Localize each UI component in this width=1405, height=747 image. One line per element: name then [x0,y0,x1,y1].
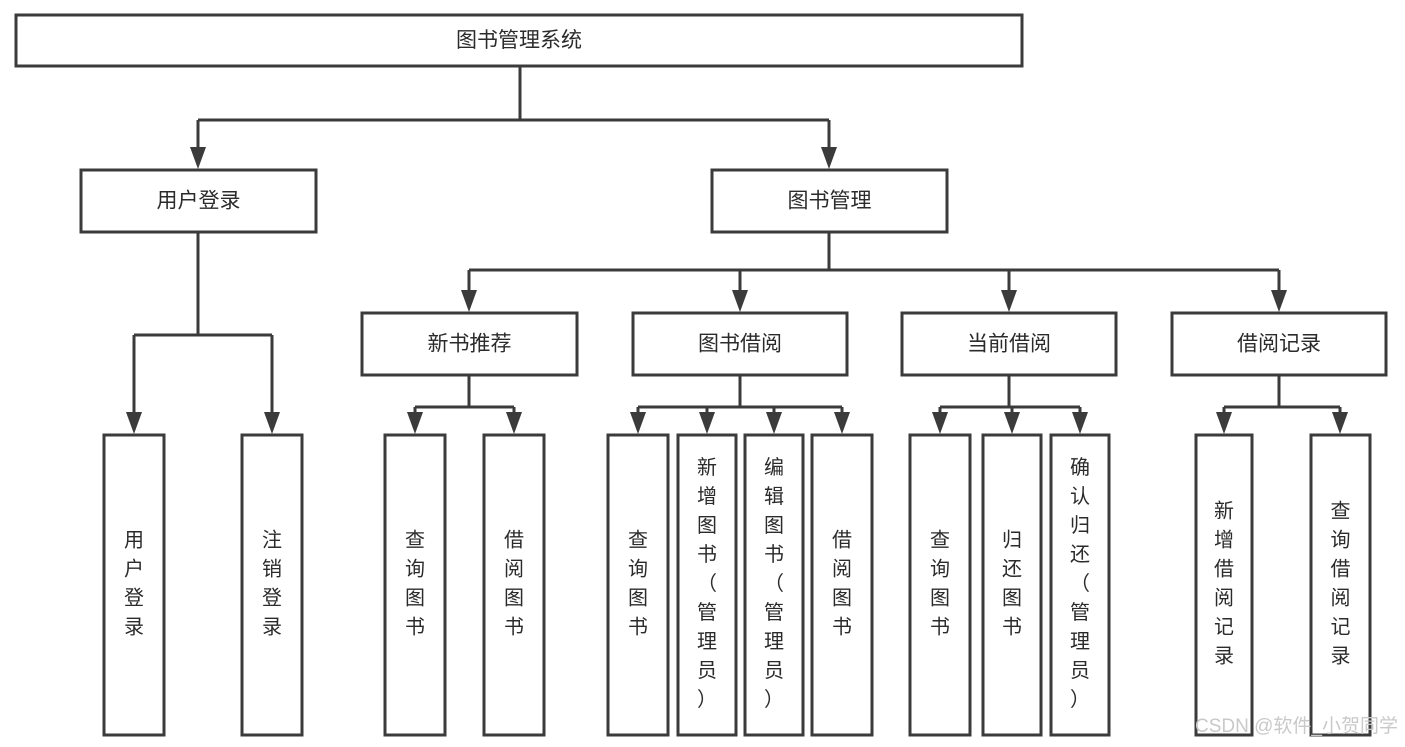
arrow-head-icon [699,412,715,434]
node-box[interactable] [900,311,1118,377]
node-label: 编辑图书（管理员） [764,456,784,711]
node-level2-borrow-record[interactable]: 借阅记录 [1170,311,1388,377]
node-level2-current-borrow[interactable]: 当前借阅 [900,311,1118,377]
arrow-head-icon [834,412,850,434]
node-leaf-leaf-add-record[interactable]: 新增借阅记录 [1194,433,1254,737]
node-label: 查询图书 [628,529,648,639]
arrow-head-icon [407,412,423,434]
arrow-head-icon [264,412,280,434]
node-leaf-leaf-return-book[interactable]: 归还图书 [981,433,1043,737]
node-leaf-leaf-confirm-return[interactable]: 确认归还（管理员） [1049,433,1111,737]
node-box[interactable] [79,168,318,234]
node-box[interactable] [743,433,805,737]
arrow-head-icon [1332,412,1348,434]
node-root-root[interactable]: 图书管理系统 [14,13,1024,68]
node-leaf-leaf-add-book[interactable]: 新增图书（管理员） [676,433,738,737]
node-box[interactable] [710,168,949,234]
node-box[interactable] [240,433,304,737]
node-leaf-leaf-user-logout[interactable]: 注销登录 [240,433,304,737]
node-box[interactable] [810,433,874,737]
arrow-head-icon [821,147,837,169]
arrow-head-icon [190,147,206,169]
node-box[interactable] [1194,433,1254,737]
node-label: 用户登录 [157,190,241,213]
node-leaf-leaf-query-record[interactable]: 查询借阅记录 [1309,433,1372,737]
connector-edges [126,66,1348,434]
node-box[interactable] [102,433,166,737]
arrow-head-icon [766,412,782,434]
node-box[interactable] [631,311,849,377]
node-label: 图书借阅 [698,333,782,356]
node-label: 查询图书 [930,529,950,639]
arrow-head-icon [732,290,748,312]
node-label: 确认归还（管理员） [1070,456,1090,711]
node-level2-book-borrow[interactable]: 图书借阅 [631,311,849,377]
arrow-head-icon [506,412,522,434]
node-label: 用户登录 [124,530,144,639]
node-level1-book-manage[interactable]: 图书管理 [710,168,949,234]
node-label: 新增图书（管理员） [697,456,717,711]
arrow-head-icon [461,290,477,312]
arrow-head-icon [1001,290,1017,312]
node-box[interactable] [1170,311,1388,377]
node-leaf-leaf-borrow-book-1[interactable]: 借阅图书 [482,433,546,737]
node-label: 图书管理 [788,190,872,213]
node-leaf-leaf-edit-book[interactable]: 编辑图书（管理员） [743,433,805,737]
node-label: 查询图书 [405,529,425,639]
node-label: 借阅图书 [504,529,524,639]
node-label: 新书推荐 [428,333,512,356]
diagram-nodes: 图书管理系统用户登录图书管理新书推荐图书借阅当前借阅借阅记录用户登录注销登录查询… [14,13,1388,737]
node-level2-new-book-recommend[interactable]: 新书推荐 [360,311,579,377]
node-label: 借阅记录 [1237,333,1321,356]
node-box[interactable] [676,433,738,737]
arrow-head-icon [1072,412,1088,434]
arrow-head-icon [932,412,948,434]
node-box[interactable] [1049,433,1111,737]
node-label: 图书管理系统 [456,29,582,52]
node-leaf-leaf-query-book-3[interactable]: 查询图书 [908,433,972,737]
node-box[interactable] [606,433,670,737]
node-box[interactable] [908,433,972,737]
node-leaf-leaf-query-book-2[interactable]: 查询图书 [606,433,670,737]
node-label: 归还图书 [1002,529,1022,639]
node-label: 新增借阅记录 [1214,500,1234,668]
node-leaf-leaf-borrow-book-2[interactable]: 借阅图书 [810,433,874,737]
node-label: 当前借阅 [967,333,1051,356]
node-level1-user-login[interactable]: 用户登录 [79,168,318,234]
node-label: 借阅图书 [832,529,852,639]
arrow-head-icon [1271,290,1287,312]
node-box[interactable] [482,433,546,737]
node-box[interactable] [14,13,1024,68]
node-leaf-leaf-user-login[interactable]: 用户登录 [102,433,166,737]
arrow-head-icon [630,412,646,434]
node-label: 查询借阅记录 [1331,500,1351,668]
node-label: 注销登录 [262,529,282,639]
csdn-watermark: CSDN @软件_小贺同学 [1195,715,1398,737]
arrow-head-icon [1004,412,1020,434]
node-box[interactable] [360,311,579,377]
arrow-head-icon [126,412,142,434]
node-box[interactable] [1309,433,1372,737]
arrow-head-icon [1216,412,1232,434]
node-box[interactable] [981,433,1043,737]
node-box[interactable] [383,433,447,737]
node-leaf-leaf-query-book-1[interactable]: 查询图书 [383,433,447,737]
